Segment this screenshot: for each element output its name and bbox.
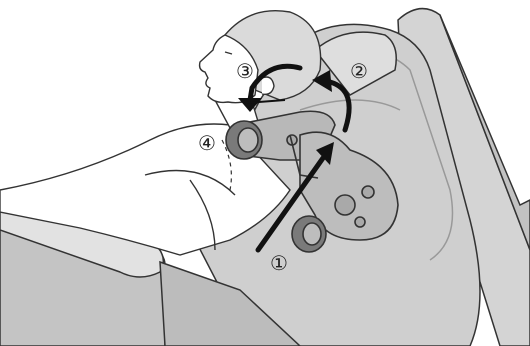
mechanism-hole [335,195,355,215]
step-1-label: ① [270,251,288,275]
lower-roller [292,216,326,252]
upper-roller [226,121,262,159]
mechanism-bolt [355,217,365,227]
mechanism-bolt [362,186,374,198]
step-2-label: ② [350,59,368,83]
step-3-label: ③ [236,59,254,83]
step-4-label: ④ [198,131,216,155]
person-ear [262,77,274,94]
